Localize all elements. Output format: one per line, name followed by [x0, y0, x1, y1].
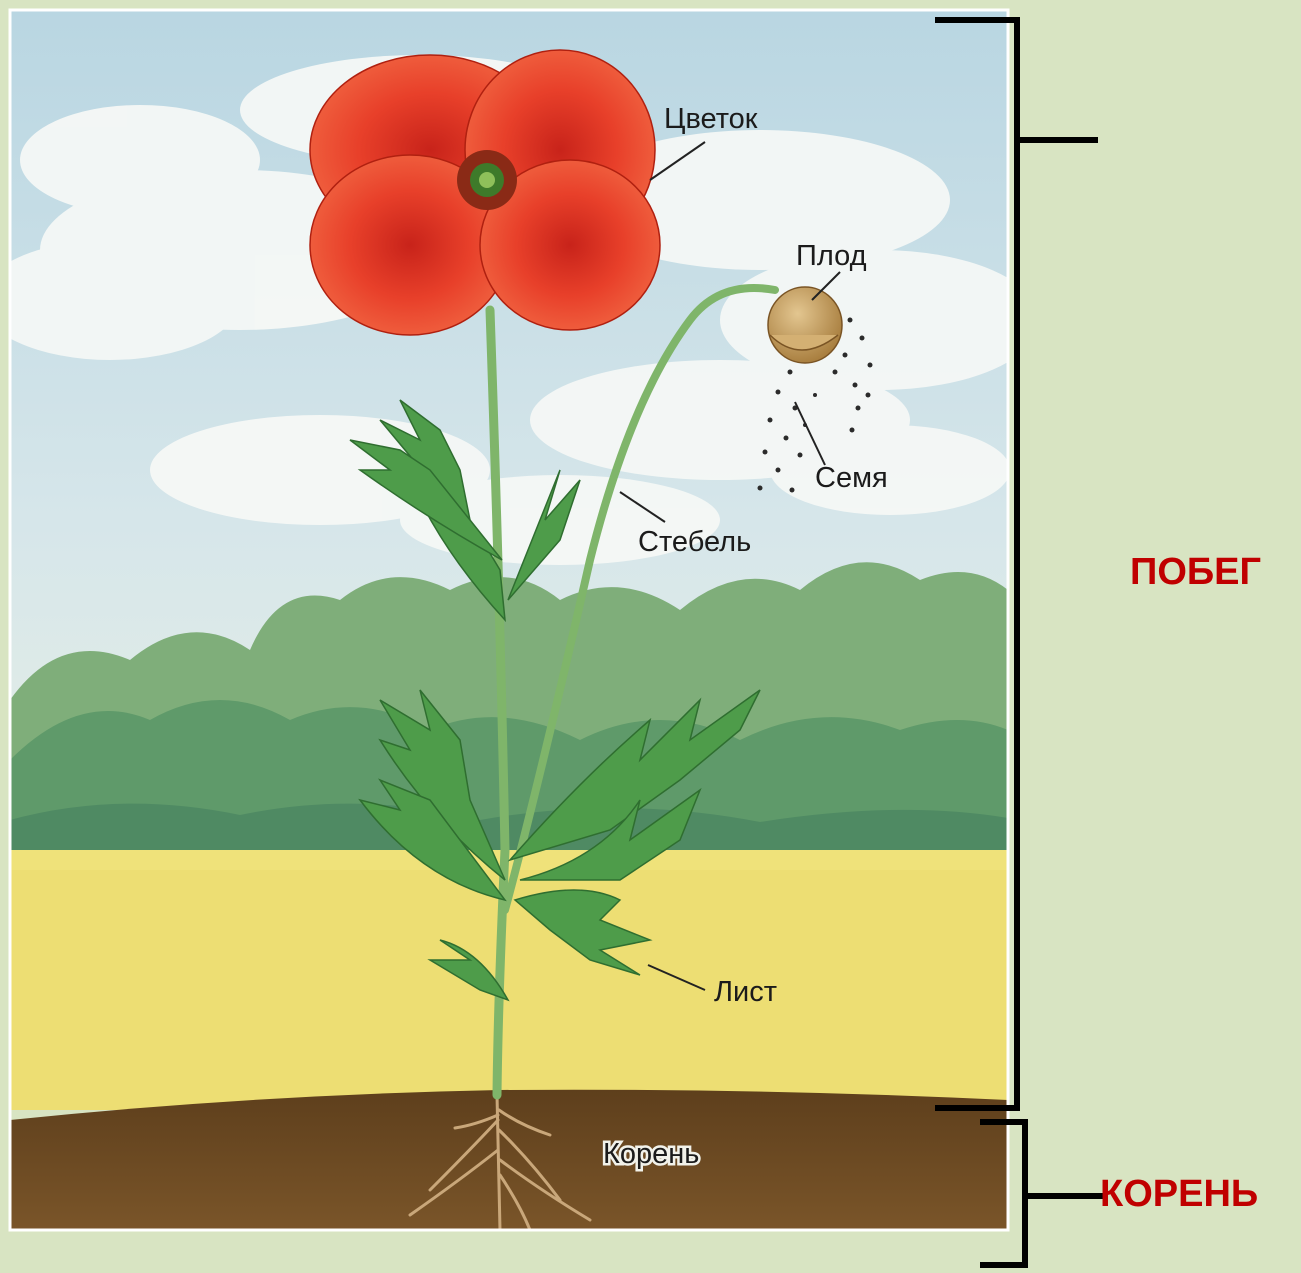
illustration: Цветок Плод Семя Стебель Лист Корень	[0, 10, 1040, 1230]
label-flower: Цветок	[664, 103, 758, 135]
label-seed: Семя	[815, 462, 888, 494]
soil	[10, 1090, 1008, 1230]
part-label-root: КОРЕНЬ	[1100, 1173, 1258, 1215]
poppy-fruit	[768, 287, 842, 363]
poppy-flower	[310, 50, 660, 335]
label-stem: Стебель	[638, 526, 751, 558]
part-label-shoot: ПОБЕГ	[1130, 551, 1261, 593]
label-root: Корень	[603, 1138, 699, 1170]
label-leaf: Лист	[714, 976, 777, 1008]
label-fruit: Плод	[796, 240, 867, 272]
